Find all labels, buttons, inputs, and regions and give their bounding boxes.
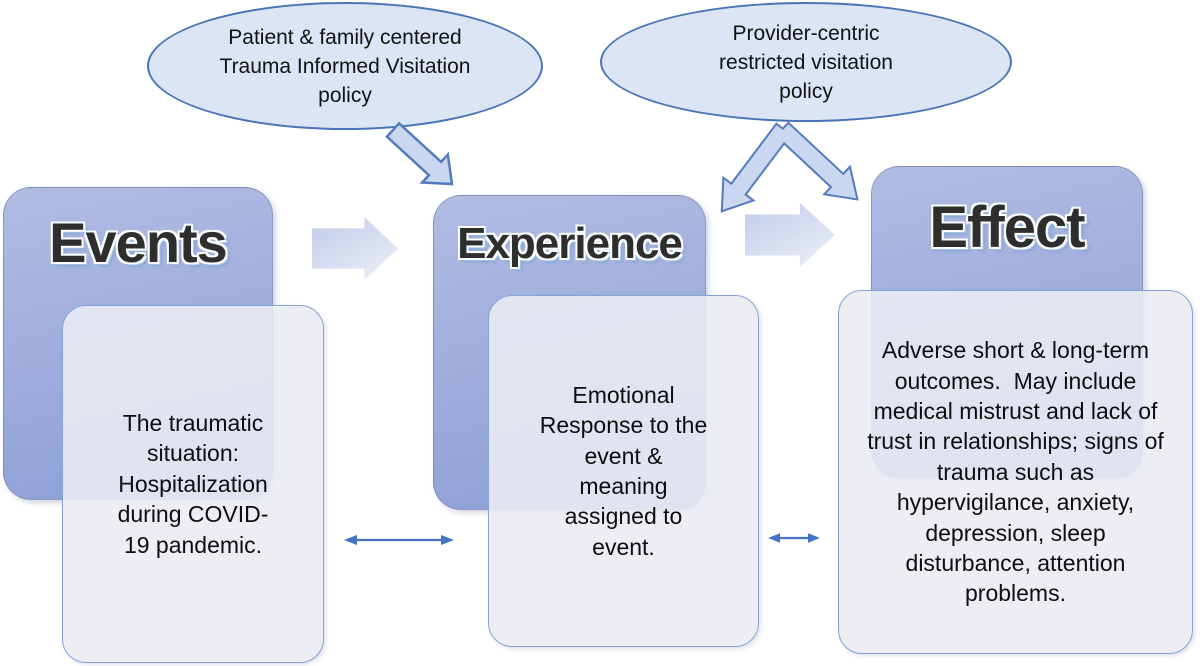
policy-ellipse-patient-family-label: Patient & family centered Trauma Informe… [219, 25, 471, 107]
detail-text-effect: Adverse short & long-term outcomes. May … [867, 337, 1171, 607]
detail-text-experience: Emotional Response to the event & meanin… [539, 381, 714, 560]
policy-ellipse-provider-centric: Provider-centric restricted visitation p… [600, 2, 1012, 122]
policy-ellipse-provider-centric-label: Provider-centric restricted visitation p… [719, 21, 893, 103]
detail-box-experience: Emotional Response to the event & meanin… [488, 295, 759, 647]
stage-title-events: Events [49, 211, 228, 274]
policy-ellipse-patient-family: Patient & family centered Trauma Informe… [147, 2, 543, 130]
flow-arrow-events-to-experience [312, 217, 398, 280]
detail-box-events: The traumatic situation: Hospitalization… [62, 305, 324, 663]
stage-title-experience: Experience [457, 219, 683, 268]
down-right-arrow-icon [378, 114, 467, 200]
bidirectional-arrow-experience-effect [768, 533, 820, 543]
bidirectional-arrow-events-experience [344, 535, 454, 545]
detail-text-events: The traumatic situation: Hospitalization… [117, 410, 275, 558]
stage-title-effect: Effect [929, 195, 1085, 260]
detail-box-effect: Adverse short & long-term outcomes. May … [838, 290, 1193, 654]
forked-double-arrow-icon [707, 115, 870, 223]
